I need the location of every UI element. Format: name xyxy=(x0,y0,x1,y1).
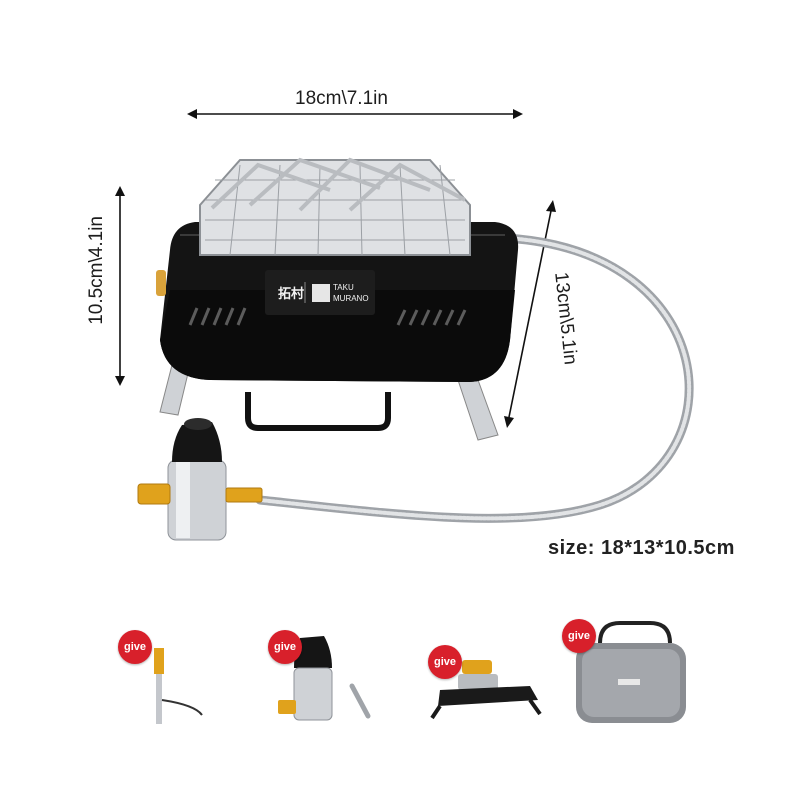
size-label: size: 18*13*10.5cm xyxy=(548,537,735,559)
gas-valve-adapter-icon xyxy=(278,636,371,721)
give-badge: give xyxy=(562,619,596,653)
gas-regulator xyxy=(137,418,263,541)
heater-grill xyxy=(199,157,471,256)
accessory-3: give xyxy=(420,630,560,745)
height-arrow-icon xyxy=(115,186,125,386)
accessory-1: give xyxy=(110,620,250,735)
brand-chinese: 拓村 xyxy=(278,286,305,301)
carry-handle xyxy=(245,392,391,431)
accessory-4: give xyxy=(560,615,700,730)
igniter-icon xyxy=(154,648,203,724)
width-arrow-icon xyxy=(187,109,523,119)
give-badge: give xyxy=(118,630,152,664)
brand-line2: MURANO xyxy=(333,294,369,303)
brand-line1: TAKU xyxy=(333,283,354,292)
canister-adapter-icon xyxy=(430,660,542,720)
carry-case-icon xyxy=(576,621,686,723)
heater-body xyxy=(156,222,519,382)
give-badge: give xyxy=(428,645,462,679)
give-badge: give xyxy=(268,630,302,664)
height-dimension: 10.5cm\4.1in xyxy=(86,186,128,386)
width-label: 18cm\7.1in xyxy=(295,88,388,109)
width-dimension: 18cm\7.1in xyxy=(185,85,525,125)
accessory-2: give xyxy=(260,620,400,735)
